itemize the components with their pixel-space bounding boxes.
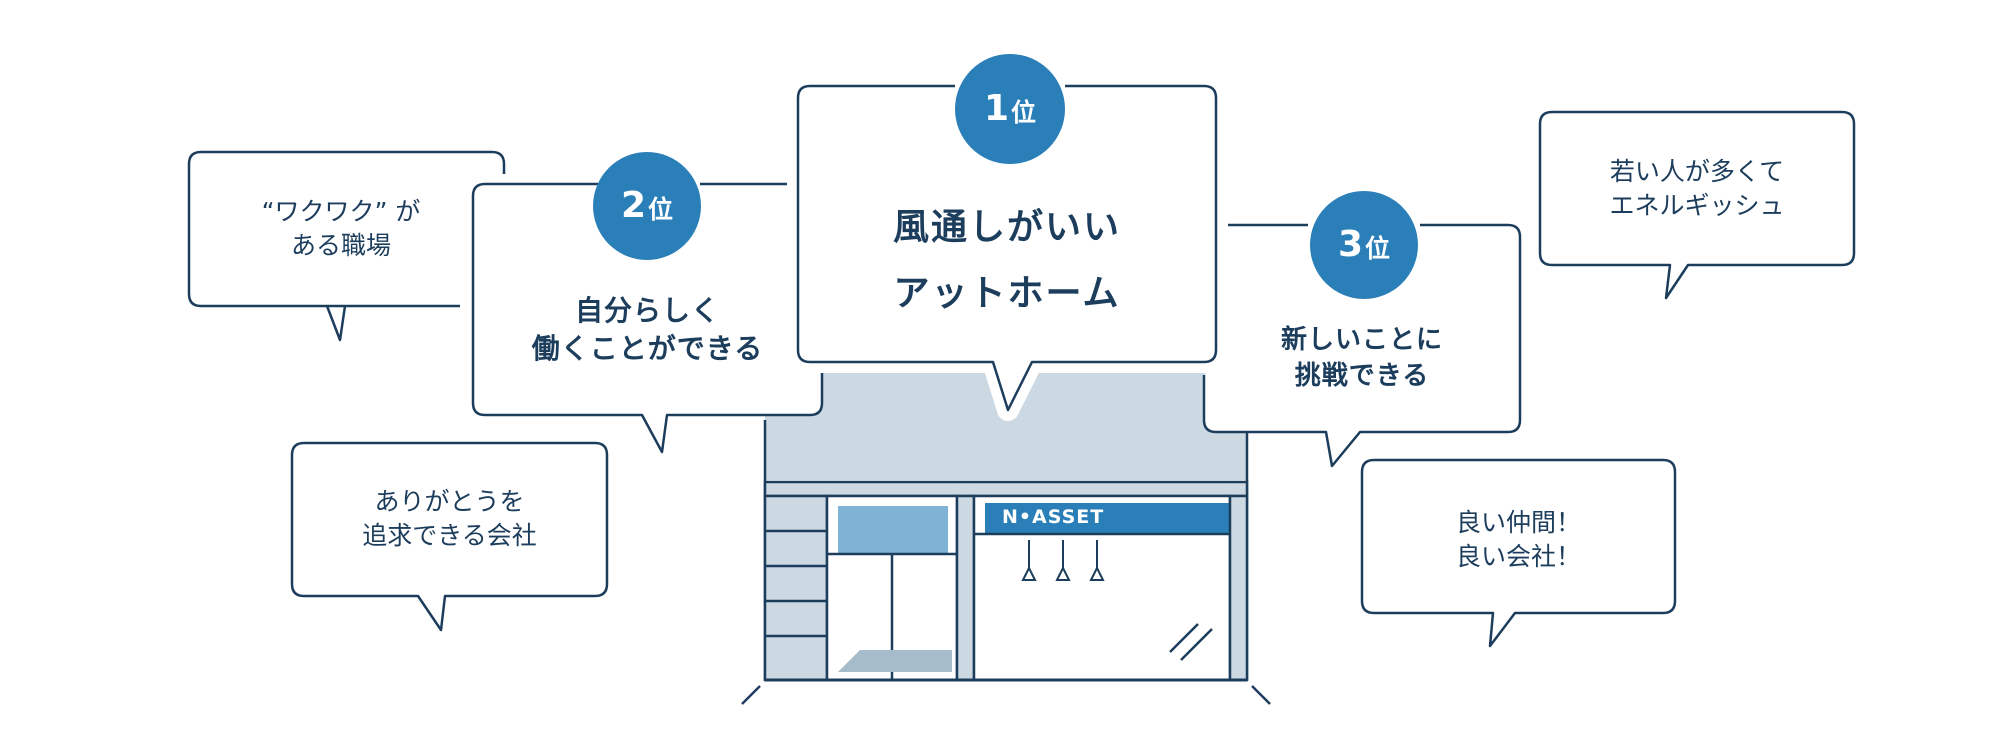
comment-wakai-bubble: [1538, 110, 1856, 300]
rank2-badge: 2 位: [593, 152, 701, 260]
comment-wakai-line2: エネルギッシュ: [1609, 191, 1785, 220]
rank1-bubble: [787, 75, 1227, 421]
rank3-line2: 挑戦できる: [1294, 361, 1430, 391]
rank1-suffix: 位: [1011, 97, 1037, 127]
rank2-bubble: [471, 182, 824, 454]
rank2-number: 2: [620, 185, 647, 226]
comment-arigatou-line2: 追求できる会社: [362, 521, 537, 550]
store-door-floor: [838, 650, 952, 672]
window-glare: [1180, 628, 1213, 661]
comment-wakuwaku-bubble: [187, 150, 506, 342]
store-door-transom: [838, 506, 948, 554]
comment-yoi-line2: 良い会社！: [1455, 542, 1581, 571]
pendant-lamps: [1021, 540, 1105, 581]
store-sign-text: N•ASSET: [1002, 506, 1105, 528]
comment-arigatou-bubble: [290, 441, 609, 632]
rank1-line1: 風通しがいい: [892, 207, 1121, 248]
comment-yoi-bubble: [1360, 458, 1677, 648]
ground-mark-right: [1251, 685, 1271, 705]
rank1-line2: アットホーム: [893, 273, 1121, 314]
rank1-text: 風通しがいい アットホーム: [800, 195, 1214, 327]
store-beam: [763, 480, 1249, 498]
comment-arigatou-text: ありがとうを 追求できる会社: [294, 485, 605, 553]
comment-yoi-text: 良い仲間！ 良い会社！: [1364, 506, 1673, 574]
store-right-wall: [1228, 494, 1249, 682]
comment-wakai-text: 若い人が多くて エネルギッシュ: [1542, 155, 1852, 223]
ground-mark-left: [741, 685, 761, 705]
comment-wakuwaku-line2: ある職場: [290, 231, 391, 260]
store-left-wall: [763, 494, 829, 682]
store-building: [741, 370, 1271, 705]
comment-arigatou-line1: ありがとうを: [374, 487, 525, 516]
comment-wakuwaku-text: “ワクワク” が ある職場: [191, 195, 491, 263]
rank3-badge: 3 位: [1310, 191, 1418, 299]
window-glare: [1169, 623, 1199, 653]
comment-wakuwaku-line1: “ワクワク” が: [261, 197, 421, 226]
rank2-line2: 働くことができる: [531, 332, 764, 365]
rank3-suffix: 位: [1365, 233, 1391, 263]
rank3-bubble: [1202, 223, 1522, 468]
comment-wakai-line1: 若い人が多くて: [1609, 157, 1785, 186]
store-pillar: [955, 494, 976, 682]
rank2-line1: 自分らしく: [574, 294, 720, 327]
store-sign-board: [985, 503, 1229, 533]
rank2-text: 自分らしく 働くことができる: [475, 292, 820, 368]
rank1-badge: 1 位: [955, 54, 1065, 164]
rank3-line1: 新しいことに: [1280, 325, 1443, 355]
rank2-suffix: 位: [648, 194, 674, 224]
rank3-text: 新しいことに 挑戦できる: [1206, 322, 1518, 394]
rank3-number: 3: [1337, 224, 1364, 265]
rank1-number: 1: [983, 88, 1010, 129]
comment-yoi-line1: 良い仲間！: [1455, 508, 1581, 537]
